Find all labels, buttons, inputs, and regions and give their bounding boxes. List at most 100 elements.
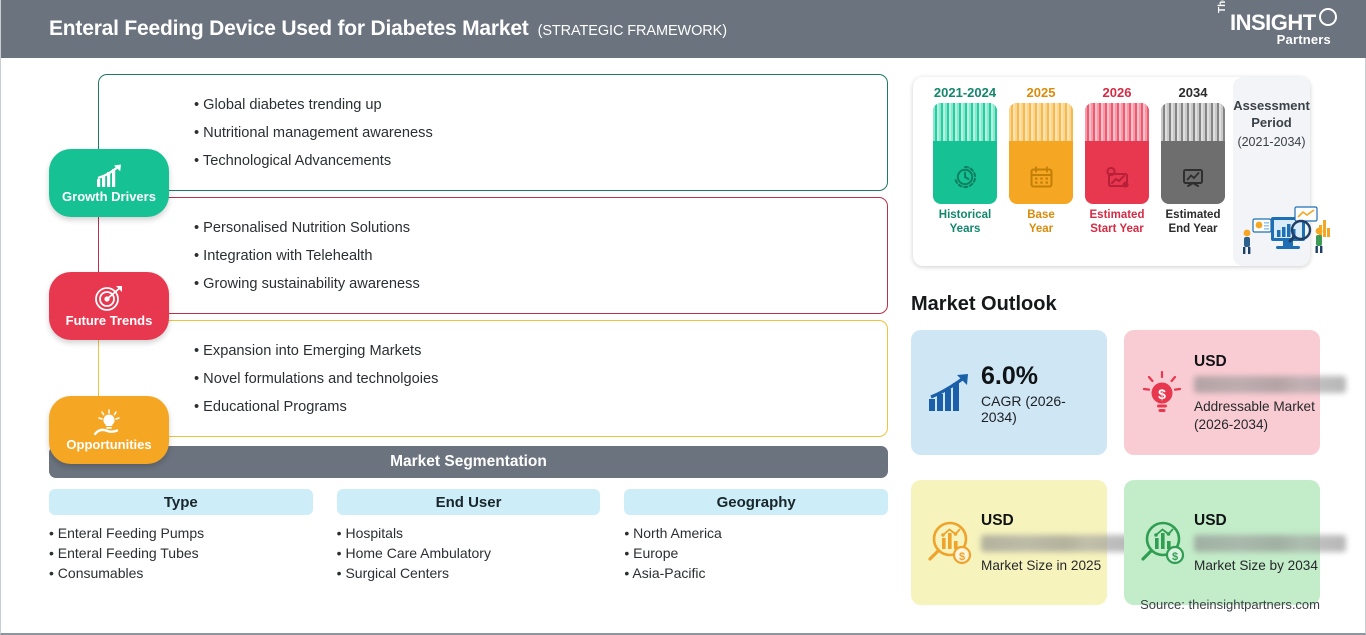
list-item: Global diabetes trending up xyxy=(194,91,433,119)
timeline-caption: Estimated Start Year xyxy=(1085,208,1149,236)
list-item: Technological Advancements xyxy=(194,147,433,175)
logo-ring-icon xyxy=(1319,8,1337,26)
magnifier-chart-dollar-icon: $ xyxy=(921,519,977,567)
timeline-year: 2021-2024 xyxy=(933,85,997,100)
logo-partners: Partners xyxy=(1276,32,1331,47)
timeline-caption-line1: Estimated xyxy=(1089,209,1145,221)
growth-drivers-list: Global diabetes trending up Nutritional … xyxy=(194,91,433,175)
gear-chart-icon xyxy=(1085,166,1149,190)
card-market-size-2034: $ USD Market Size by 2034 xyxy=(1124,480,1346,605)
timeline-item-base-year: 2025 xyxy=(1009,85,1073,266)
timeline-item-end-year: 2034 Estimated End Year xyxy=(1161,85,1225,266)
opportunities-list: Expansion into Emerging Markets Novel fo… xyxy=(194,337,438,421)
size2025-label: Market Size in 2025 xyxy=(981,557,1102,573)
size2025-currency: USD xyxy=(981,511,1014,529)
segmentation-columns: Type Enteral Feeding Pumps Enteral Feedi… xyxy=(49,489,889,583)
list-item: Enteral Feeding Tubes xyxy=(49,543,313,563)
badge-opportunities[interactable]: Opportunities xyxy=(49,396,169,464)
segment-list-end-user: Hospitals Home Care Ambulatory Surgical … xyxy=(337,523,601,583)
list-item: Expansion into Emerging Markets xyxy=(194,337,438,365)
bar-chart-arrow-icon xyxy=(92,163,126,188)
timeline-caption-line1: Estimated xyxy=(1165,209,1221,221)
timeline-caption-line1: Historical xyxy=(938,209,992,221)
list-item: Nutritional management awareness xyxy=(194,119,433,147)
timeline-caption: Base Year xyxy=(1009,208,1073,236)
assessment-line2: Period xyxy=(1251,115,1292,130)
addressable-label: Addressable Market (2026-2034) xyxy=(1194,398,1315,432)
badge-label: Opportunities xyxy=(66,436,152,452)
opportunities-box: Expansion into Emerging Markets Novel fo… xyxy=(98,320,888,437)
lightbulb-hand-icon xyxy=(92,408,126,436)
size2034-currency: USD xyxy=(1194,511,1227,529)
growth-drivers-box: Global diabetes trending up Nutritional … xyxy=(98,74,888,191)
clock-history-icon xyxy=(933,164,997,190)
market-segmentation-title: Market Segmentation xyxy=(49,446,888,478)
segmentation-column-type: Type Enteral Feeding Pumps Enteral Feedi… xyxy=(49,489,313,583)
size2025-value-redacted xyxy=(981,534,1133,552)
assessment-period-panel: Assessment Period (2021-2034) xyxy=(1233,77,1330,266)
cagr-value: 6.0% xyxy=(981,361,1038,390)
svg-text:$: $ xyxy=(1158,386,1166,402)
size2034-label: Market Size by 2034 xyxy=(1194,557,1318,573)
magnifier-chart-dollar-icon: $ xyxy=(1134,519,1190,567)
svg-text:$: $ xyxy=(1172,551,1178,563)
timeline-caption: Estimated End Year xyxy=(1161,208,1225,236)
logo-insight: INSIGHT xyxy=(1230,10,1316,35)
timeline-year: 2034 xyxy=(1178,85,1208,100)
addressable-currency: USD xyxy=(1194,352,1227,370)
page-header: Enteral Feeding Device Used for Diabetes… xyxy=(1,0,1366,58)
list-item: Integration with Telehealth xyxy=(194,242,420,270)
badge-future-trends[interactable]: Future Trends xyxy=(49,272,169,340)
logo-the: The xyxy=(1217,0,1228,13)
badge-label: Future Trends xyxy=(65,312,153,328)
timeline-caption-line2: Start Year xyxy=(1090,223,1144,235)
list-item: North America xyxy=(624,523,888,543)
badge-growth-drivers[interactable]: Growth Drivers xyxy=(49,149,169,217)
timeline-year: 2026 xyxy=(1102,85,1132,100)
insight-partners-logo: The INSIGHT Partners xyxy=(1217,0,1339,52)
target-dart-icon xyxy=(94,285,124,312)
timeline-item-historical: 2021-2024 Historical Ye xyxy=(933,85,997,266)
timeline-item-start-year: 2026 Estimated xyxy=(1085,85,1149,266)
segment-list-type: Enteral Feeding Pumps Enteral Feeding Tu… xyxy=(49,523,313,583)
list-item: Surgical Centers xyxy=(337,563,601,583)
bar-chart-arrow-blue-icon xyxy=(921,373,977,413)
timeline-caption-line2: Year xyxy=(1028,223,1054,235)
timeline-caption-line2: Years xyxy=(949,223,981,235)
list-item: Educational Programs xyxy=(194,393,438,421)
analytics-dashboard-illustration xyxy=(1235,199,1335,260)
timeline-bars: 2021-2024 Historical Ye xyxy=(913,77,1225,266)
timeline-stripes xyxy=(1085,103,1149,141)
assessment-line1: Assessment xyxy=(1233,98,1310,113)
timeline-caption-line1: Base xyxy=(1027,209,1055,221)
lightbulb-dollar-icon: $ xyxy=(1134,370,1190,416)
segmentation-column-end-user: End User Hospitals Home Care Ambulatory … xyxy=(336,489,601,583)
svg-text:$: $ xyxy=(959,551,965,563)
outlook-column: 2021-2024 Historical Ye xyxy=(906,58,1366,635)
future-trends-box: Personalised Nutrition Solutions Integra… xyxy=(98,197,888,314)
list-item: Personalised Nutrition Solutions xyxy=(194,214,420,242)
timeline-caption: Historical Years xyxy=(933,208,997,236)
segment-list-geography: North America Europe Asia-Pacific xyxy=(624,523,888,583)
list-item: Growing sustainability awareness xyxy=(194,270,420,298)
segment-header-geography: Geography xyxy=(624,489,889,515)
future-trends-list: Personalised Nutrition Solutions Integra… xyxy=(194,214,420,298)
assessment-line3: (2021-2034) xyxy=(1237,135,1306,149)
list-item: Home Care Ambulatory xyxy=(337,543,601,563)
card-addressable-market: $ USD Addressable Market (2026-2034) xyxy=(1124,330,1346,455)
badge-label: Growth Drivers xyxy=(62,188,156,204)
list-item: Europe xyxy=(624,543,888,563)
page-subtitle: (STRATEGIC FRAMEWORK) xyxy=(537,23,727,39)
list-item: Enteral Feeding Pumps xyxy=(49,523,313,543)
presentation-chart-icon xyxy=(1161,166,1225,190)
assessment-timeline-panel: 2021-2024 Historical Ye xyxy=(913,77,1330,266)
source-attribution: Source: theinsightpartners.com xyxy=(1140,597,1320,612)
card-cagr: 6.0% CAGR (2026-2034) xyxy=(911,330,1107,455)
page-title-text: Enteral Feeding Device Used for Diabetes… xyxy=(49,17,529,40)
segment-header-end-user: End User xyxy=(336,489,601,515)
timeline-year: 2025 xyxy=(1026,85,1056,100)
calendar-icon xyxy=(1009,165,1073,190)
timeline-stripes xyxy=(933,103,997,141)
page-title: Enteral Feeding Device Used for Diabetes… xyxy=(49,17,727,41)
